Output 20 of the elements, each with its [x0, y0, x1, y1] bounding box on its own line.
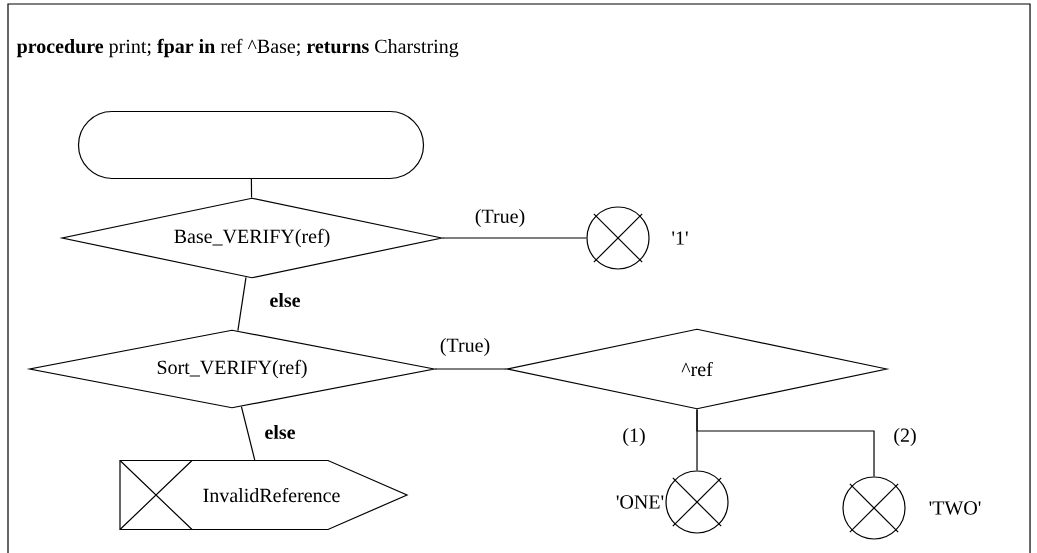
connector	[696, 409, 875, 477]
edge-label: else	[270, 293, 301, 308]
connector	[434, 368, 507, 370]
edge-label: else	[265, 425, 296, 440]
return-value: 'TWO'	[929, 501, 981, 515]
connector	[237, 276, 247, 332]
connector	[250, 178, 253, 199]
return-value: '1'	[672, 231, 688, 245]
return-symbol	[842, 476, 906, 540]
return-symbol	[665, 470, 729, 534]
edge-label: (True)	[440, 337, 490, 357]
edge-label: (True)	[475, 208, 525, 228]
edge-label: (2)	[894, 427, 916, 447]
heading: procedure print; fpar in ref ^Base; returns Charstring	[16, 38, 459, 58]
edge-label: (1)	[623, 427, 645, 447]
return-symbol	[586, 206, 650, 270]
connector	[240, 406, 256, 461]
connector	[442, 237, 587, 239]
return-value: 'ONE'	[616, 495, 664, 509]
terminator	[77, 110, 425, 180]
